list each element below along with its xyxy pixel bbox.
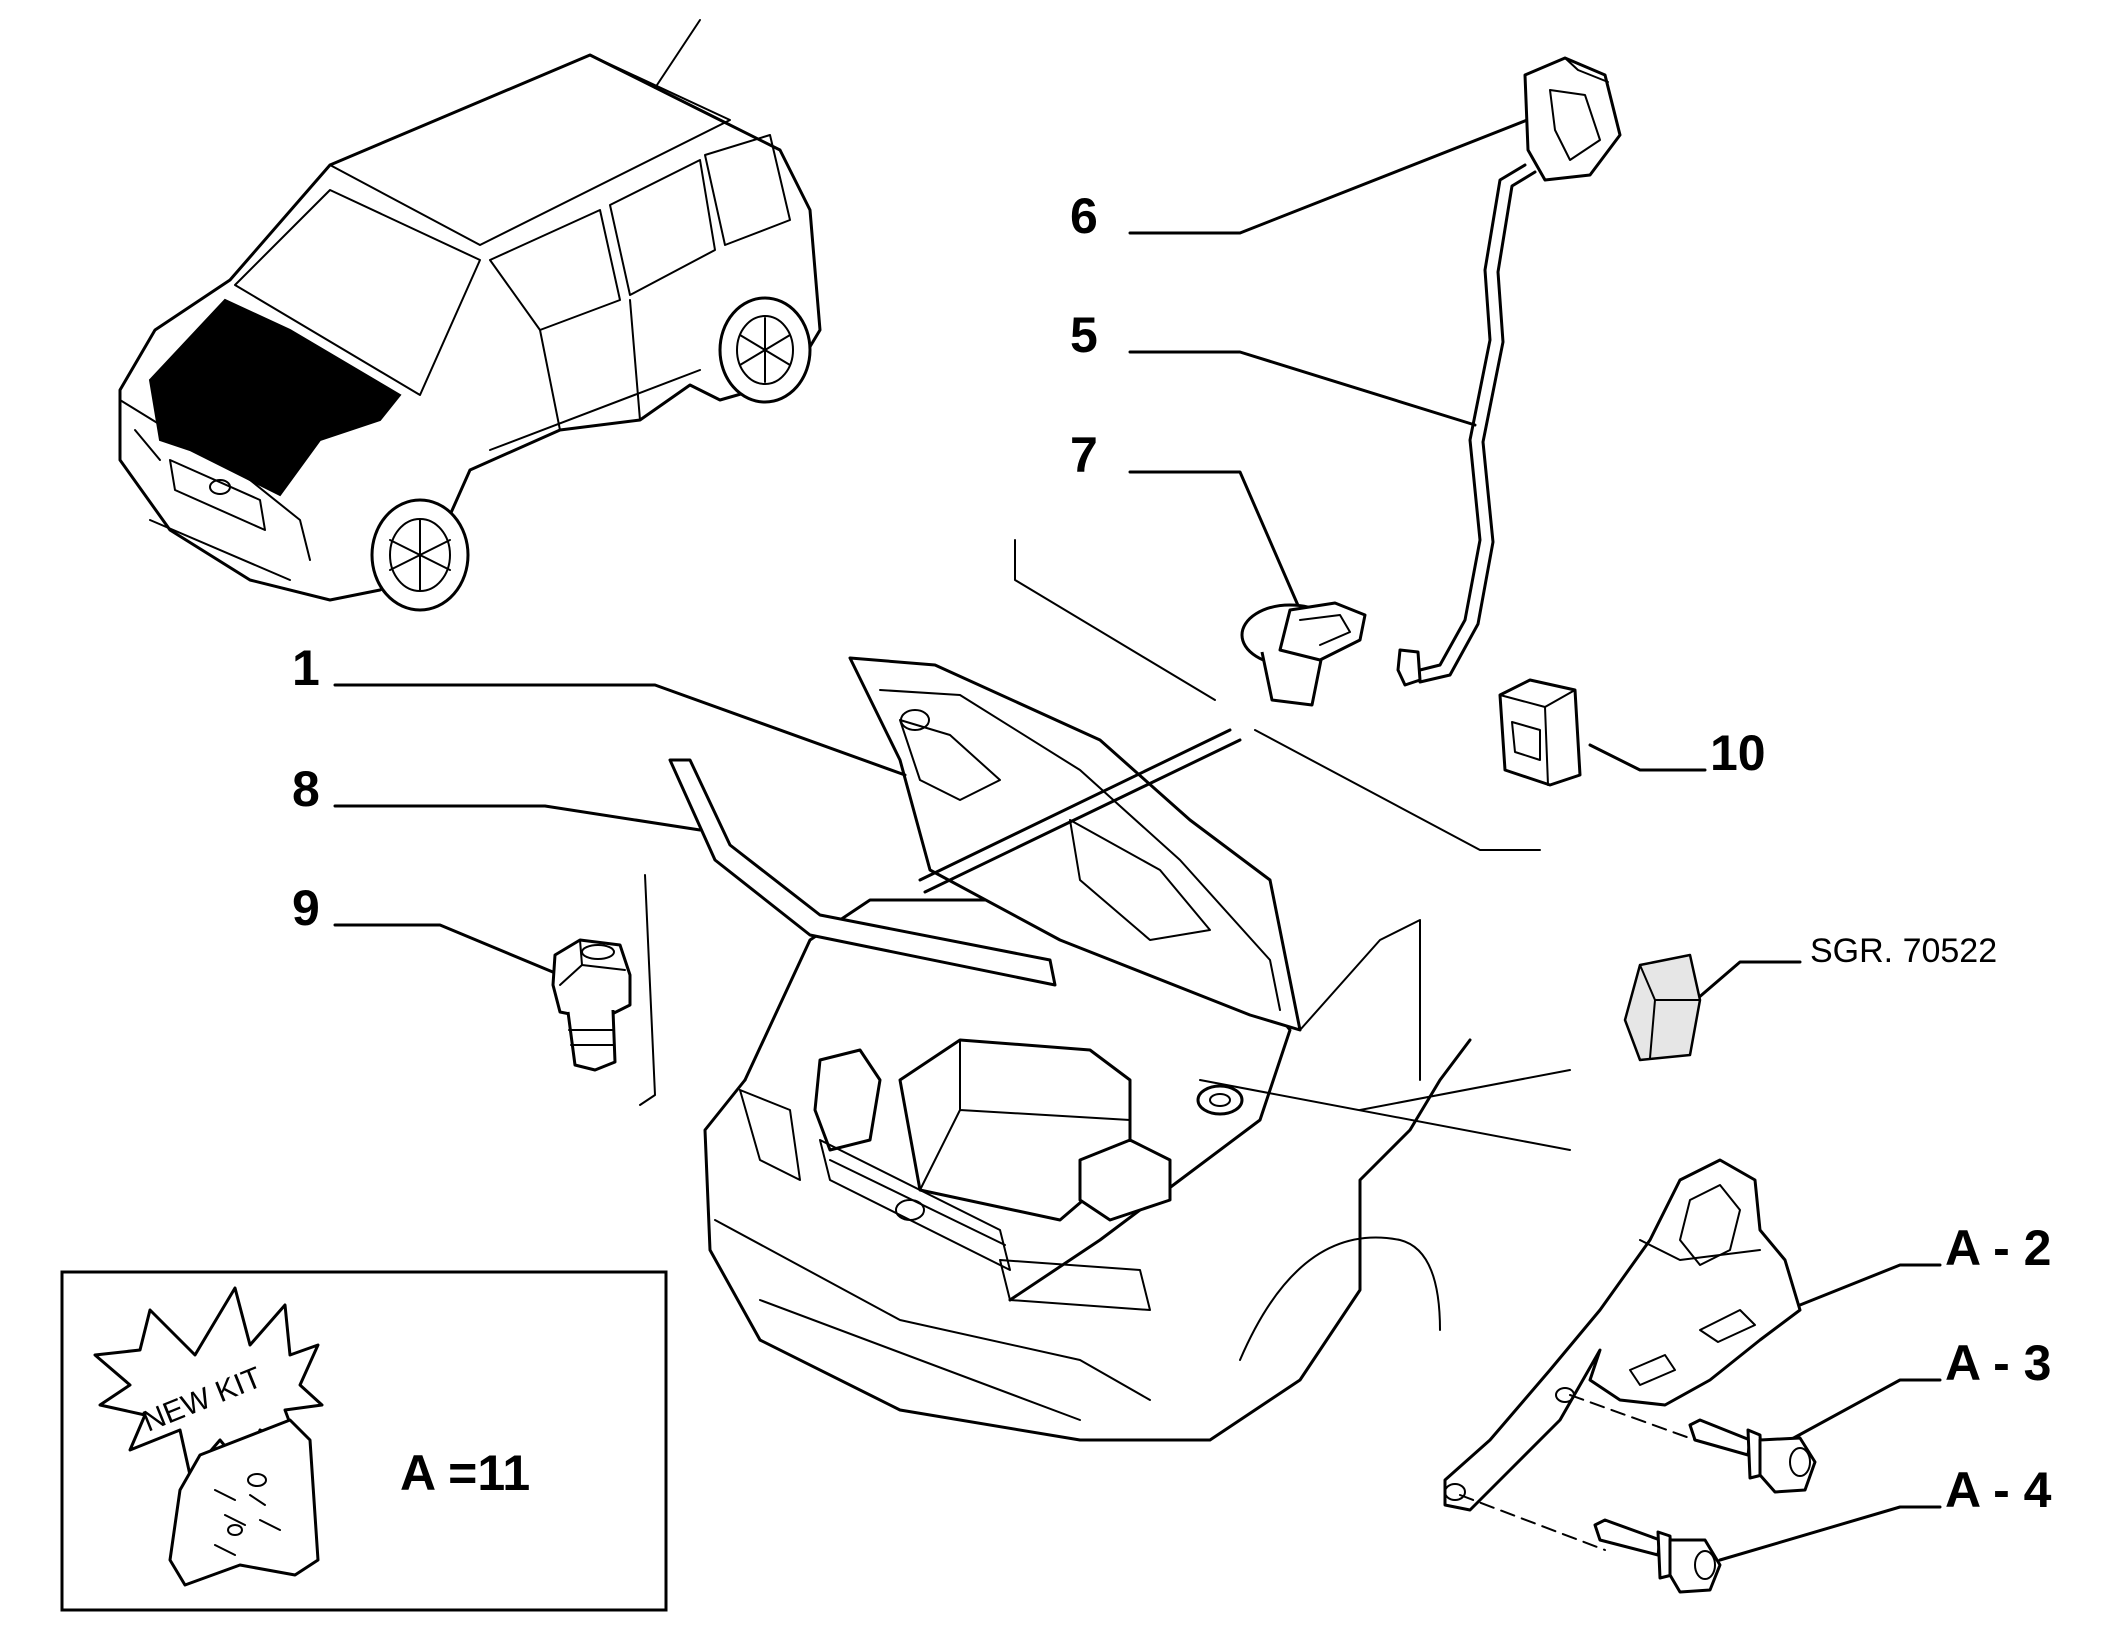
leader-lines <box>333 113 1942 1562</box>
part-a3-bolt <box>1688 1418 1817 1494</box>
callout-5: 5 <box>1070 307 1098 363</box>
leader-8 <box>333 804 702 832</box>
leader-a2 <box>1798 1263 1942 1307</box>
callout-a3: A - 3 <box>1945 1335 2052 1391</box>
leader-5 <box>1128 350 1477 427</box>
kit-box: NEW KIT A =11 <box>60 1270 668 1612</box>
part-a4-bolt <box>1593 1518 1722 1594</box>
leader-10 <box>1588 743 1707 772</box>
leader-7 <box>1128 470 1302 612</box>
callout-9: 9 <box>292 880 320 936</box>
callout-8: 8 <box>292 761 320 817</box>
part-9-buffer <box>551 938 632 1072</box>
alignment-lines <box>1459 1394 1696 1551</box>
reference-code: SGR. 70522 <box>1810 932 1997 970</box>
overview-car-illustration <box>118 19 822 612</box>
part-6-clip <box>1523 56 1622 182</box>
main-car-illustration <box>639 539 1571 1442</box>
part-7-grommet <box>1240 601 1367 707</box>
callout-10: 10 <box>1710 725 1766 781</box>
kit-formula: A =11 <box>400 1445 530 1501</box>
kit-bag <box>168 1418 320 1587</box>
callout-1: 1 <box>292 640 320 696</box>
reference-block <box>1623 953 1702 1062</box>
callout-a4: A - 4 <box>1945 1462 2052 1518</box>
part-a2-hinge <box>1443 1158 1802 1512</box>
leader-a3 <box>1788 1378 1942 1442</box>
leader-6 <box>1128 113 1542 235</box>
callout-a2: A - 2 <box>1945 1220 2052 1276</box>
leader-9 <box>333 923 562 977</box>
callout-7: 7 <box>1070 427 1098 483</box>
callout-6: 6 <box>1070 188 1098 244</box>
part-5-prop-rod <box>1396 163 1537 687</box>
leader-a4 <box>1718 1505 1942 1562</box>
leader-1 <box>333 683 907 777</box>
part-10-clip <box>1498 678 1582 787</box>
leader-sgr <box>1688 960 1802 1007</box>
